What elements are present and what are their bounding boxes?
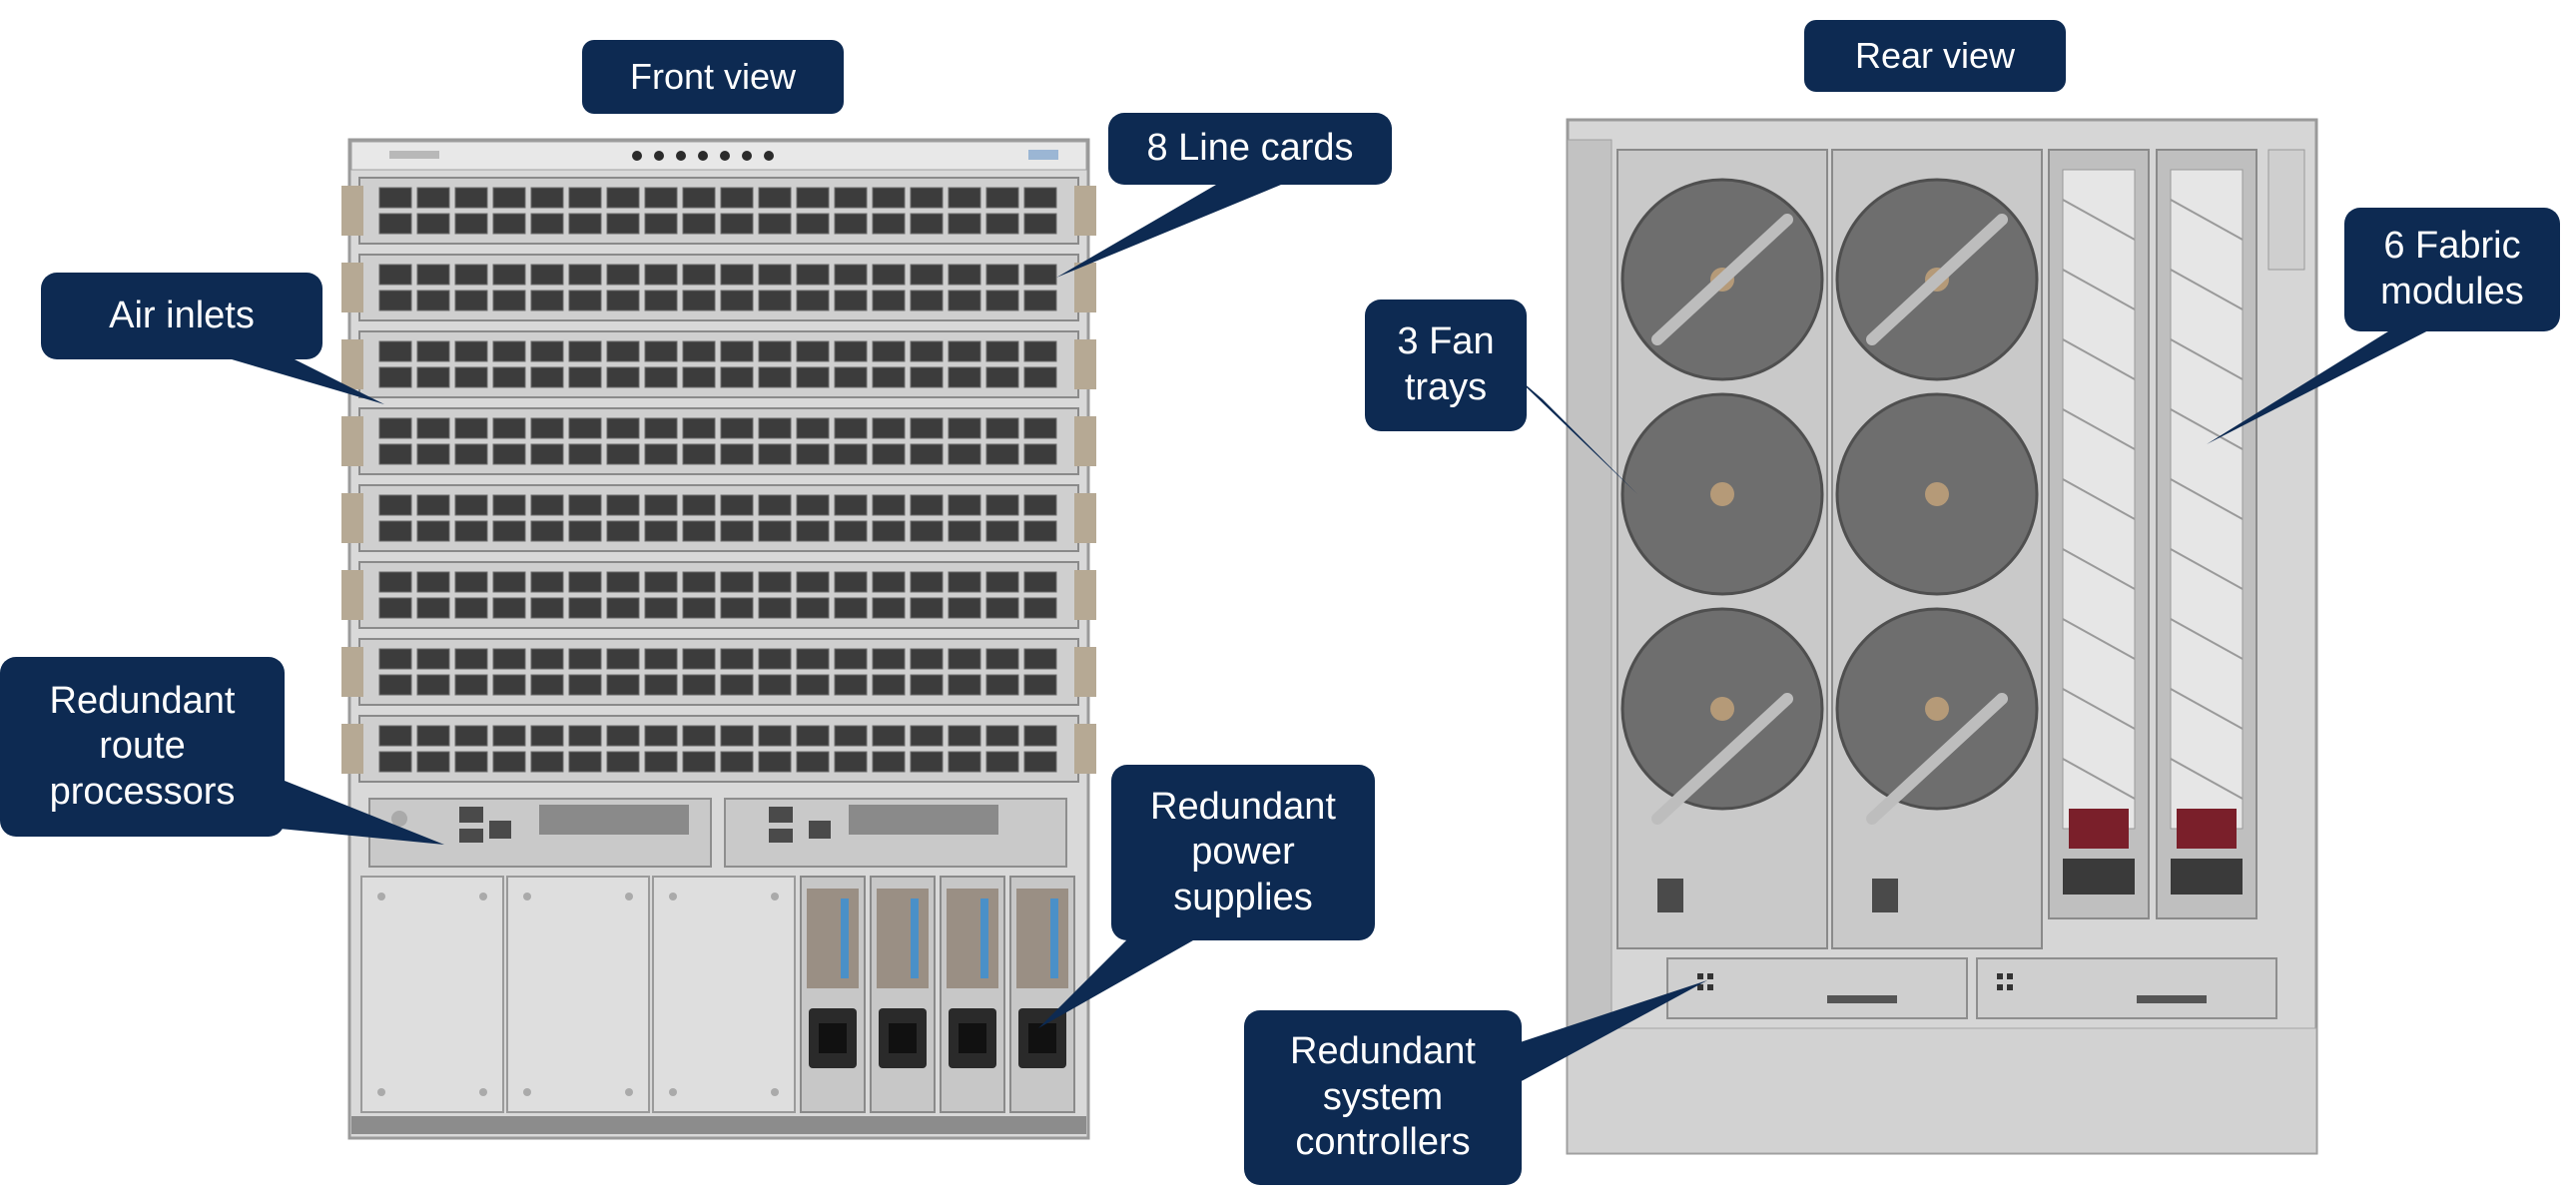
line-card xyxy=(341,561,1096,629)
rear-view-title: Rear view xyxy=(1804,20,2066,92)
power-supply-unit xyxy=(870,876,936,1113)
air-inlets-callout: Air inlets xyxy=(41,273,322,359)
fan-trays-callout: 3 Fan trays xyxy=(1365,300,1527,431)
fabric-module xyxy=(2156,149,2257,919)
line-card xyxy=(341,177,1096,245)
route-processor-b xyxy=(724,798,1067,868)
power-supply-unit xyxy=(1009,876,1075,1113)
system-controllers-callout: Redundant system controllers xyxy=(1244,1010,1522,1185)
front-status-bar xyxy=(350,141,1087,171)
line-card xyxy=(341,715,1096,783)
line-card xyxy=(341,407,1096,475)
status-leds xyxy=(632,151,774,161)
front-chassis xyxy=(341,138,1096,1140)
system-controller-b xyxy=(1976,957,2277,1019)
power-supply-unit xyxy=(940,876,1005,1113)
fabric-module xyxy=(2048,149,2150,919)
fabric-modules-callout: 6 Fabric modules xyxy=(2344,208,2560,331)
power-supply-unit xyxy=(800,876,866,1113)
fan-trays-group xyxy=(1616,149,2043,949)
line-card xyxy=(341,254,1096,321)
route-processors-callout: Redundant route processors xyxy=(0,657,285,837)
rear-chassis xyxy=(1566,118,2318,1155)
line-card xyxy=(341,638,1096,706)
route-processor-a xyxy=(368,798,712,868)
fabric-modules-group xyxy=(2048,149,2305,919)
blank-psu-bay xyxy=(360,876,504,1113)
blank-psu-bay xyxy=(506,876,650,1113)
fan-tray xyxy=(1616,149,1828,949)
line-card xyxy=(341,484,1096,552)
system-controller-a xyxy=(1666,957,1968,1019)
front-view-title: Front view xyxy=(582,40,844,114)
line-cards-callout: 8 Line cards xyxy=(1108,113,1392,185)
power-supplies-callout: Redundant power supplies xyxy=(1111,765,1375,940)
fan-tray xyxy=(1831,149,2043,949)
line-card xyxy=(341,330,1096,398)
front-bottom-vent xyxy=(351,1116,1086,1134)
blank-psu-bay xyxy=(652,876,796,1113)
power-supply-bays xyxy=(360,876,1075,1113)
